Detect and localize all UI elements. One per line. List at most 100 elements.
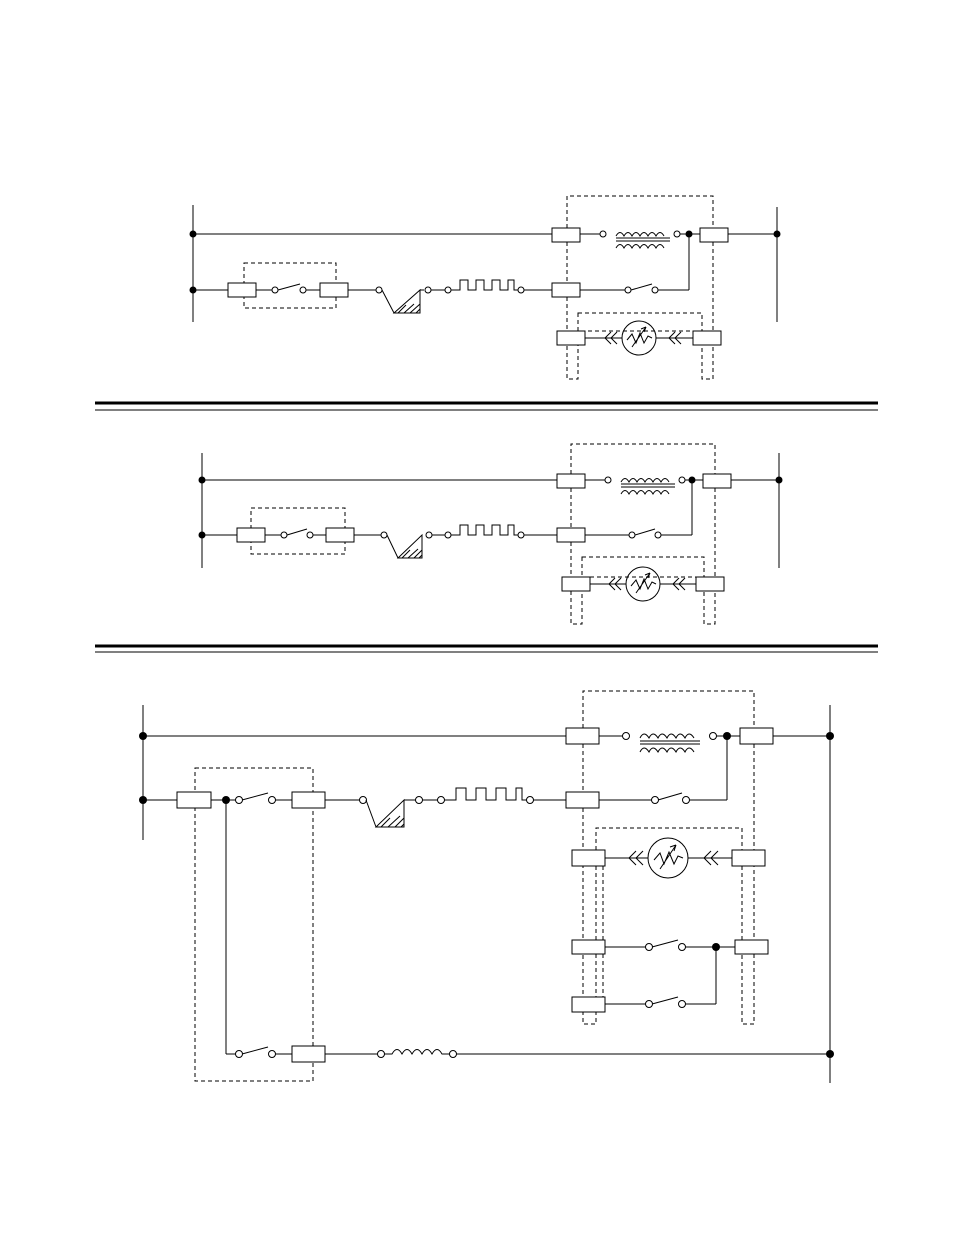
switch-icon	[658, 793, 682, 800]
switch-icon	[242, 1047, 268, 1054]
terminal	[445, 532, 451, 538]
terminal	[360, 797, 367, 804]
junction-block	[732, 850, 765, 866]
inductor-icon	[384, 1050, 450, 1055]
junction-block	[703, 474, 731, 488]
transformer-icon	[640, 734, 700, 752]
junction-block	[320, 283, 348, 297]
terminal	[269, 1051, 276, 1058]
terminal	[683, 797, 690, 804]
terminal	[600, 231, 606, 237]
junction-block	[237, 528, 265, 542]
junction-dot	[139, 732, 147, 740]
terminal	[646, 944, 653, 951]
terminal	[300, 287, 306, 293]
transformer-icon	[616, 233, 670, 249]
junction-dot	[776, 477, 783, 484]
terminal	[518, 287, 524, 293]
junction-block	[566, 728, 599, 744]
thermistor-symbol-icon	[654, 845, 683, 869]
wire	[382, 290, 394, 313]
terminal	[652, 287, 658, 293]
junction-block	[566, 792, 599, 808]
terminal	[425, 287, 431, 293]
terminal	[625, 287, 631, 293]
terminal	[679, 944, 686, 951]
terminal	[679, 477, 685, 483]
switch-icon	[652, 997, 678, 1004]
junction-block	[552, 283, 580, 297]
junction-block	[693, 331, 721, 345]
terminal	[710, 733, 717, 740]
resistor-coil-icon	[451, 525, 518, 535]
junction-block	[552, 228, 580, 242]
switch-icon	[287, 529, 307, 535]
terminal	[450, 1051, 457, 1058]
terminal	[426, 532, 432, 538]
junction-dot	[199, 477, 206, 484]
terminal	[623, 733, 630, 740]
junction-dot	[826, 1050, 834, 1058]
schematic-panel-1	[190, 196, 781, 379]
junction-block	[228, 283, 256, 297]
transformer-icon	[621, 479, 675, 495]
junction-dot	[774, 231, 781, 238]
junction-block	[696, 577, 724, 591]
wire	[366, 800, 376, 827]
resistor-coil-icon	[444, 788, 527, 800]
terminal	[679, 1001, 686, 1008]
junction-block	[177, 792, 211, 808]
terminal	[655, 532, 661, 538]
switch-icon	[652, 940, 678, 947]
terminal	[416, 797, 423, 804]
wire	[387, 535, 398, 558]
relay-enclosure-inner	[578, 313, 702, 331]
terminal	[646, 1001, 653, 1008]
terminal	[518, 532, 524, 538]
switch-enclosure	[195, 768, 313, 1081]
terminal	[445, 287, 451, 293]
junction-block	[572, 940, 605, 954]
junction-block	[557, 528, 585, 542]
terminal	[236, 797, 243, 804]
junction-block	[740, 728, 773, 744]
terminal	[272, 287, 278, 293]
terminal	[381, 532, 387, 538]
terminal	[652, 797, 659, 804]
heater-element-icon	[376, 800, 404, 827]
heater-element-icon	[394, 290, 420, 313]
junction-block	[572, 850, 605, 866]
switch-icon	[242, 793, 268, 800]
junction-dot	[826, 732, 834, 740]
switch-icon	[278, 284, 300, 290]
junction-dot	[190, 231, 197, 238]
terminal	[438, 797, 445, 804]
junction-block	[735, 940, 768, 954]
junction-block	[557, 331, 585, 345]
junction-block	[572, 997, 605, 1012]
junction-block	[562, 577, 590, 591]
terminal	[269, 797, 276, 804]
thermistor-symbol-icon	[627, 327, 652, 347]
resistor-coil-icon	[451, 280, 518, 290]
relay-enclosure	[571, 444, 715, 624]
junction-block	[557, 474, 585, 488]
junction-block	[326, 528, 354, 542]
terminal	[307, 532, 313, 538]
terminal	[527, 797, 534, 804]
terminal	[629, 532, 635, 538]
junction-block	[700, 228, 728, 242]
schematic-panel-2	[199, 444, 783, 624]
switch-icon	[635, 529, 655, 535]
junction-block	[292, 792, 325, 808]
junction-block	[292, 1046, 325, 1062]
relay-enclosure-inner	[596, 828, 742, 997]
terminal	[281, 532, 287, 538]
terminal	[376, 287, 382, 293]
terminal	[378, 1051, 385, 1058]
heater-element-icon	[398, 535, 422, 558]
terminal	[674, 231, 680, 237]
switch-icon	[631, 284, 652, 290]
